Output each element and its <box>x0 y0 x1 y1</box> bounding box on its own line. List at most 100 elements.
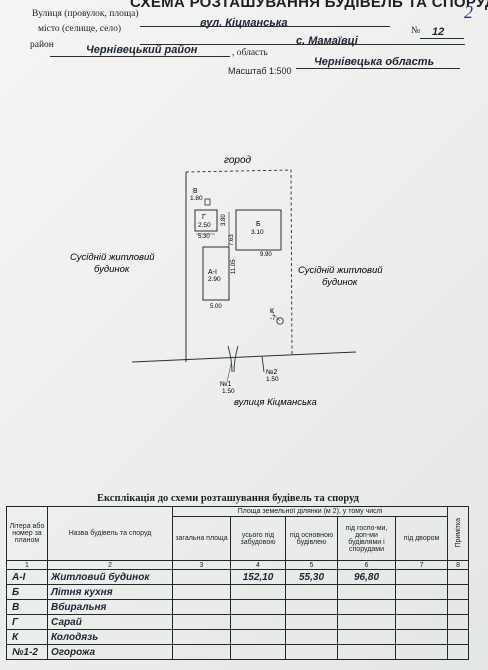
settlement-label: місто (селище, село) <box>38 24 122 34</box>
gate-2-line <box>261 355 265 373</box>
building-b <box>235 209 282 251</box>
district-value: Чернівецький район <box>86 44 198 56</box>
cell-name: Колодязь <box>47 629 173 645</box>
col-number: 1 <box>6 560 48 570</box>
header-built: усього під забудовою <box>230 516 286 561</box>
building-v-height: 1.80 <box>190 195 203 202</box>
explication-title: Експлікація до схеми розташування будіве… <box>97 493 359 504</box>
cell-name: Літня кухня <box>47 584 173 600</box>
header-litera: Літера або номер за планом <box>6 506 48 561</box>
cell-litera: №1-2 <box>6 644 48 660</box>
gate-1-width: 1.50 <box>222 388 235 395</box>
number-underline <box>420 38 464 39</box>
page-title: СХЕМА РОЗТАШУВАННЯ БУДІВЕЛЬ ТА СПОРУД <box>130 0 488 11</box>
col-number: 7 <box>394 560 449 570</box>
neighbor-right-line1: Сусідній житловий <box>298 265 383 276</box>
well-icon <box>276 317 284 325</box>
cell-note <box>447 584 470 600</box>
dim-5-00: 5.00 <box>210 304 222 310</box>
neighbor-left-line1: Сусідній житловий <box>70 252 155 263</box>
cell-built <box>230 629 286 645</box>
district-label: район <box>30 40 54 50</box>
building-b-letter: Б <box>256 221 261 228</box>
neighbor-right-line2: будинок <box>322 277 358 288</box>
gate-2-width: 1.50 <box>266 376 279 383</box>
settlement-underline <box>140 44 465 45</box>
cell-other: 96,80 <box>337 569 396 585</box>
street-underline <box>140 26 390 27</box>
cell-yard <box>394 614 449 630</box>
building-b-height: 3.10 <box>251 229 264 236</box>
cell-name: Вбиральня <box>47 599 173 615</box>
cell-main <box>285 614 338 630</box>
col-number: 3 <box>172 560 231 570</box>
cell-yard <box>394 599 449 615</box>
cell-total <box>172 644 231 660</box>
header-name: Назва будівель та споруд <box>47 506 173 561</box>
cell-litera: В <box>6 599 48 615</box>
header-total: загальна площа <box>172 516 231 561</box>
region-underline <box>296 68 460 69</box>
cell-yard <box>394 629 449 645</box>
cell-note <box>447 629 470 645</box>
building-v-letter: В <box>193 188 198 195</box>
cell-main <box>285 599 338 615</box>
cell-main <box>285 629 338 645</box>
table-row: К Колодязь <box>6 629 470 645</box>
header-yard: під двором <box>394 516 449 561</box>
cell-main <box>285 584 338 600</box>
number-value: 12 <box>432 26 445 38</box>
cell-total <box>172 614 231 630</box>
scale-label: Масштаб 1:500 <box>228 66 292 76</box>
cell-other <box>337 614 396 630</box>
cell-other <box>337 644 396 660</box>
cell-built: 152,10 <box>230 569 286 585</box>
cell-total <box>172 599 231 615</box>
well-leader <box>269 309 281 322</box>
table-row: №1-2 Огорожа <box>6 644 470 660</box>
table-row: В Вбиральня <box>6 599 470 615</box>
cell-main: 55,30 <box>285 569 338 585</box>
well-letter: К <box>270 308 275 315</box>
cell-yard <box>394 569 449 585</box>
header-note-cell: Примітка <box>447 506 470 561</box>
cell-built <box>230 644 286 660</box>
gate-1-label: №1 <box>220 381 232 388</box>
cell-litera: Б <box>6 584 48 600</box>
street-label: вулиця Кіцманська <box>234 397 317 408</box>
dim-7-63: 7.63 <box>229 234 235 246</box>
cell-total <box>172 569 231 585</box>
cell-other <box>337 599 396 615</box>
cell-litera: Г <box>6 614 48 630</box>
cell-name: Сарай <box>47 614 173 630</box>
site-scheme: город Сусідній житловий будинок Сусідній… <box>70 155 383 408</box>
region-label: , область <box>232 48 268 58</box>
page-number: 2 <box>464 2 473 22</box>
dim-3-80: 3.80 <box>221 214 227 226</box>
table-row: А-І Житловий будинок 152,10 55,30 96,80 <box>6 569 470 585</box>
number-label: № <box>411 26 421 36</box>
building-a-height: 2.90 <box>208 276 221 283</box>
building-g <box>194 209 218 232</box>
cell-other <box>337 584 396 600</box>
building-g-height: 2.50 <box>198 222 211 229</box>
header-area-group: Площа земельної ділянки (м 2), у тому чи… <box>171 506 449 517</box>
col-number: 8 <box>447 560 470 570</box>
col-number: 2 <box>47 560 173 570</box>
col-number: 5 <box>285 560 338 570</box>
table-row: Б Літня кухня <box>6 584 470 600</box>
cell-litera: А-І <box>6 569 48 585</box>
cell-built <box>230 599 286 615</box>
cell-name: Житловий будинок <box>47 569 173 585</box>
explication-table: Літера або номер за планом Назва будівел… <box>6 506 470 660</box>
street-line <box>131 351 357 363</box>
dim-9-90: 9.90 <box>260 252 272 258</box>
cell-other <box>337 629 396 645</box>
cell-total <box>172 629 231 645</box>
gate-1-arc-2 <box>233 345 239 373</box>
plot-boundary <box>185 169 293 357</box>
region-value: Чернівецька область <box>314 56 435 68</box>
table-row: Г Сарай <box>6 614 470 630</box>
well-depth: -7 <box>270 316 276 322</box>
